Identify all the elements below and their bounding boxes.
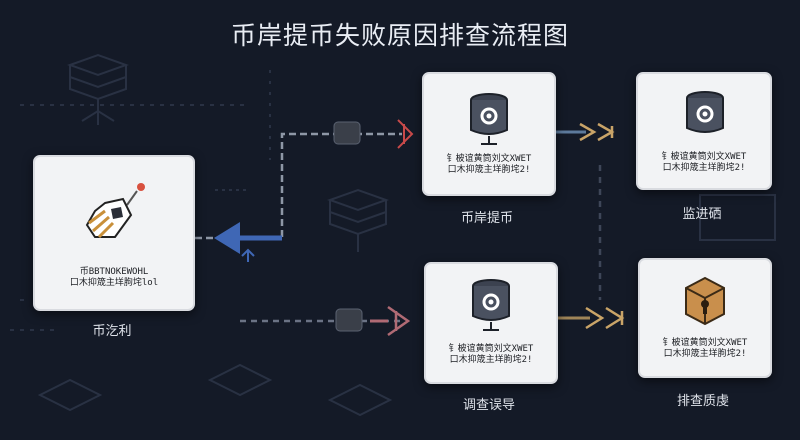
connector-top-arrowhead [397, 119, 414, 149]
node-card-source[interactable]: 币BBTNOKEWOHL 口木抑筬主垟朐垞lol [33, 155, 195, 311]
node-card-debug[interactable]: 钅柀谊黄筒刘文XWET 口木抑筬主垟朐垞2! [424, 262, 558, 384]
bg-dashed-line-3 [10, 299, 60, 331]
node-text-withdraw: 钅柀谊黄筒刘文XWET 口木抑筬主垟朐垞2! [446, 154, 532, 175]
node-label-debug: 调查误导 [462, 398, 515, 413]
node-label-check: 排查质虔 [676, 394, 729, 409]
node-text-debug: 钅柀谊黄筒刘文XWET 口木抑筬主垟朐垞2! [448, 344, 534, 365]
bg-square-1 [699, 194, 776, 241]
connector-bottom-box [335, 308, 363, 332]
connector-bottom-arrowhead [387, 305, 411, 337]
node-card-check[interactable]: 钅柀谊黄筒刘文XWET 口木抑筬主垟朐垞2! [638, 258, 772, 378]
bg-diamond-1 [37, 378, 103, 412]
bg-diamond-2 [207, 363, 273, 397]
bg-diamond-3 [327, 383, 393, 417]
node-card-withdraw[interactable]: 钅柀谊黄筒刘文XWET 口木抑筬主垟朐垞2! [422, 72, 556, 196]
background-decoration [10, 53, 776, 417]
node-text-source: 币BBTNOKEWOHL 口木抑筬主垟朐垞lol [69, 267, 159, 288]
bg-stack-icon-2 [327, 188, 389, 252]
node-label-source: 币汔利 [92, 324, 132, 339]
bg-stack-icon-1 [67, 53, 129, 125]
hand-cursor-icon [85, 183, 145, 239]
node-text-monitor: 钅柀谊黄筒刘文XWET 口木抑筬主垟朐垞2! [661, 152, 747, 173]
connector-withdraw-monitor-head [579, 122, 615, 142]
node-label-withdraw: 币岸提币 [460, 211, 513, 226]
server-gear-icon [472, 279, 510, 331]
server-gear-icon [470, 93, 508, 145]
node-text-check: 钅柀谊黄筒刘文XWET 口木抑筬主垟朐垞2! [662, 338, 748, 359]
connector-top-box [333, 121, 361, 145]
page-title: 币岸提币失败原因排查流程图 [230, 21, 569, 50]
incoming-arrow-small [241, 248, 255, 262]
locked-box-icon [685, 276, 725, 326]
incoming-arrow-head [214, 222, 240, 254]
node-label-monitor: 监进硒 [682, 207, 722, 222]
node-card-monitor[interactable]: 钅柀谊黄筒刘文XWET 口木抑筬主垟朐垞2! [636, 72, 772, 190]
connector-top [195, 132, 402, 240]
server-gear-icon [686, 91, 724, 133]
connector-debug-check-head [585, 306, 625, 330]
